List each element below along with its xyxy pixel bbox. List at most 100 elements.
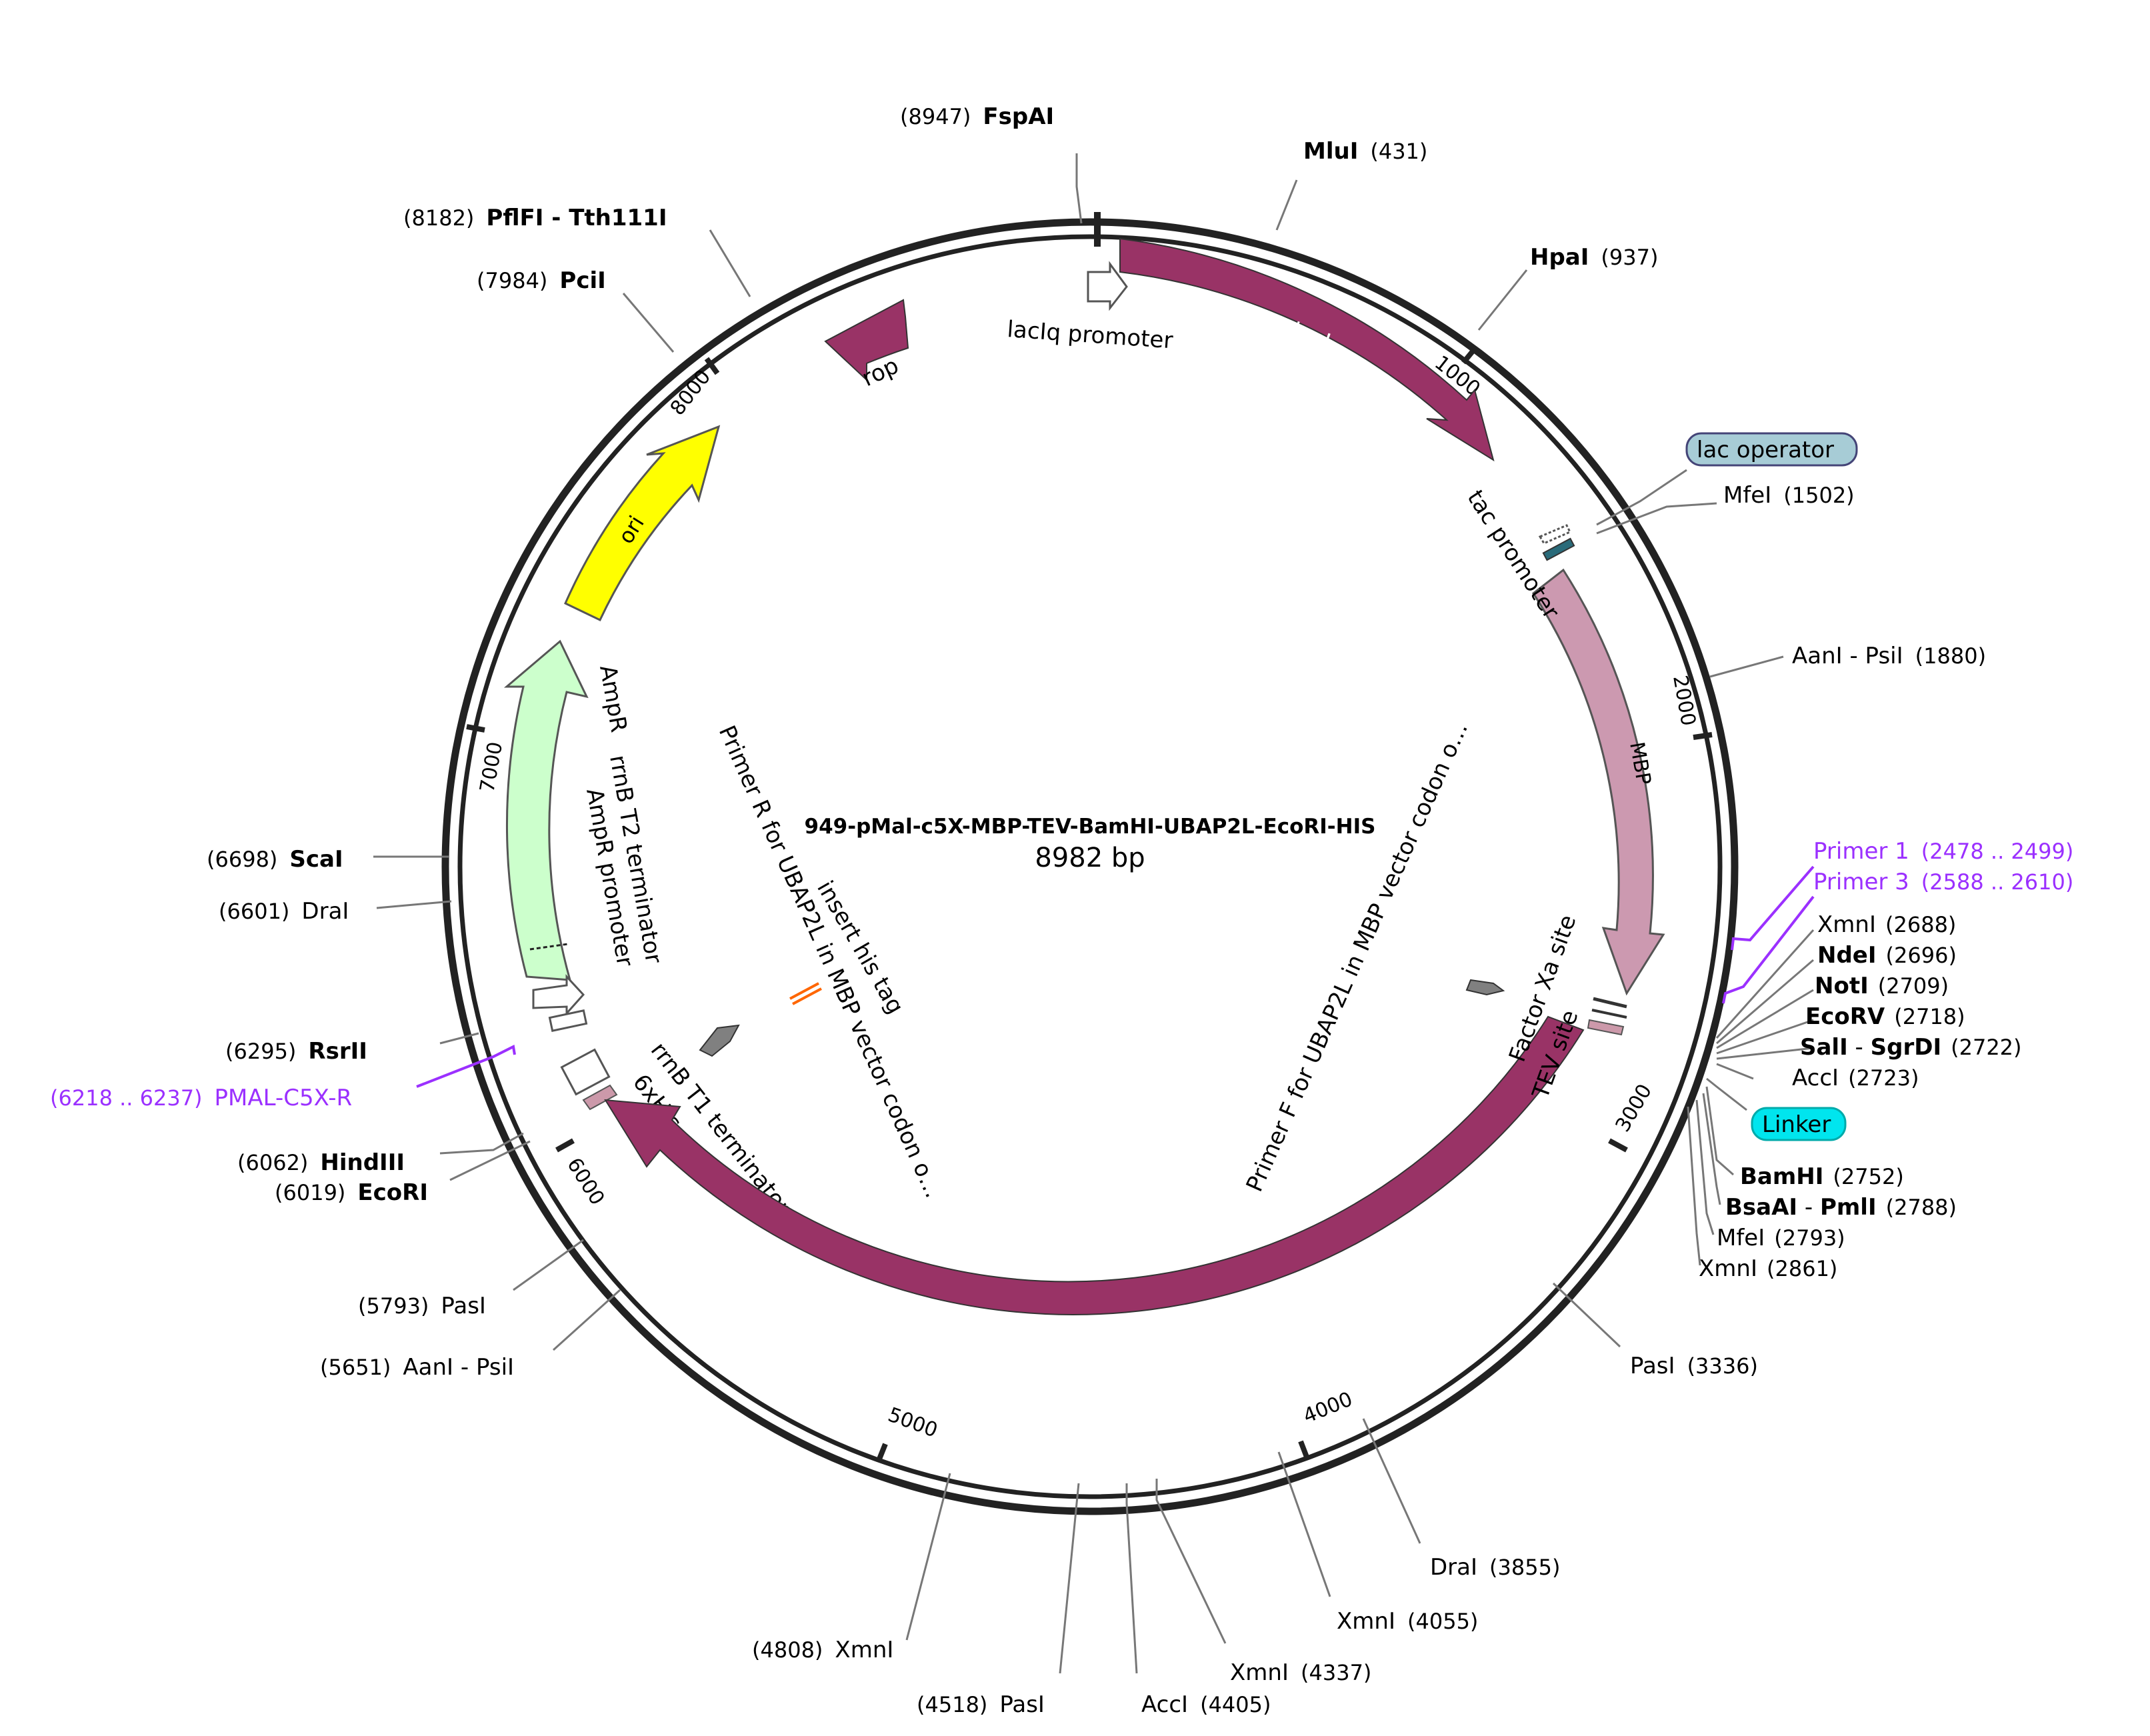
tick-mark-6000 [555, 1138, 575, 1153]
site-label-drai-6601[interactable]: (6601)DraI [219, 898, 349, 925]
pmal-c5x-r-label[interactable]: (6218 .. 6237)PMAL-C5X-R [50, 1085, 352, 1111]
feature-lacop-badge[interactable] [1685, 432, 1858, 467]
feature-ampr-promoter-arrow[interactable] [532, 974, 585, 1016]
leader-mlui [1275, 179, 1298, 231]
feature-ori-arrow[interactable] [564, 425, 721, 622]
site-label-xmni-2688[interactable]: XmnI(2688) [1817, 911, 1956, 938]
primer-3-leader[interactable] [1722, 895, 1815, 1004]
site-label-bsaai-pmli[interactable]: BsaAI - PmlI(2788) [1725, 1194, 1957, 1221]
leader-drai-3855 [1362, 1418, 1421, 1544]
feature-ampr-arrow[interactable] [503, 639, 589, 981]
site-label-pasi-5793[interactable]: (5793)PasI [358, 1293, 486, 1319]
site-label-drai-3855[interactable]: DraI(3855) [1430, 1554, 1560, 1581]
leader-hpai [1477, 269, 1528, 331]
feature-primer-r-arrow[interactable] [699, 1024, 740, 1057]
tick-label-3000: 3000 [1611, 1080, 1657, 1136]
site-label-pcii[interactable]: (7984)PciI [477, 267, 606, 294]
feature-rop-arrow[interactable] [824, 299, 909, 382]
site-label-hpai[interactable]: HpaI(937) [1530, 244, 1658, 271]
tick-label-4000: 4000 [1300, 1387, 1356, 1428]
site-leaders [373, 153, 1815, 1674]
tick-mark-7000 [466, 724, 485, 733]
leader-pasi-3336 [1552, 1282, 1621, 1348]
pmal-c5x-r-leader[interactable] [416, 1045, 516, 1088]
feature-mbp-arrow[interactable] [1531, 568, 1665, 996]
feature-lacop-label: lac operator [1697, 437, 1834, 463]
feature-rrnb-t1-box[interactable] [560, 1048, 611, 1096]
feature-ubap2l-arrow[interactable] [604, 1015, 1585, 1315]
site-label-pflfi-tth111i[interactable]: (8182)PflFI - Tth111I [403, 205, 667, 231]
feature-tac-arrow[interactable] [1538, 524, 1572, 545]
site-label-bamhi[interactable]: BamHI(2752) [1740, 1163, 1904, 1190]
site-label-mfei-1502[interactable]: MfeI(1502) [1723, 482, 1855, 509]
feature-laci-arrow[interactable] [1119, 237, 1495, 462]
plasmid-name: 949-pMal-c5X-MBP-TEV-BamHI-UBAP2L-EcoRI-… [805, 815, 1376, 839]
site-label-rsrii[interactable]: (6295)RsrII [225, 1038, 367, 1065]
leader-right-cluster-5 [1716, 1047, 1814, 1060]
tick-mark-3000 [1608, 1138, 1628, 1153]
primer-1-label[interactable]: Primer 1(2478 .. 2499) [1813, 838, 2073, 865]
site-label-fspai[interactable]: (8947)FspAI [900, 103, 1054, 130]
tick-label-5000: 5000 [885, 1403, 941, 1443]
leader-aani-5651 [552, 1289, 621, 1351]
leader-mfei-2793 [1695, 1099, 1715, 1235]
lac-operator-leader [1596, 469, 1687, 526]
site-label-pasi-4518[interactable]: (4518)PasI [917, 1691, 1045, 1718]
leader-drai-6601 [376, 900, 452, 909]
site-label-acci-2723[interactable]: AccI(2723) [1792, 1065, 1919, 1091]
feature-primer-f-label: Primer F for UBAP2L in MBP vector codon … [1241, 718, 1473, 1196]
feature-insert-his-mark-1[interactable] [789, 982, 819, 1000]
feature-primer-r-label: Primer R for UBAP2L in MBP vector codon … [713, 721, 947, 1202]
site-label-mfei-2793[interactable]: MfeI(2793) [1717, 1225, 1845, 1251]
site-label-sali-sgrdi[interactable]: SalI - SgrDI(2722) [1800, 1034, 2022, 1061]
plasmid-length: 8982 bp [1035, 843, 1145, 873]
backbone-outer-ring [441, 218, 1739, 1515]
feature-linker-label: Linker [1762, 1111, 1831, 1138]
feature-factorxa-mark-2 [1591, 1009, 1627, 1019]
primer-3-label[interactable]: Primer 3(2588 .. 2610) [1813, 869, 2073, 895]
feature-tac-box [1542, 537, 1575, 561]
site-label-mlui[interactable]: MluI(431) [1303, 138, 1427, 165]
feature-his6-box[interactable] [582, 1084, 618, 1111]
site-label-xmni-4808[interactable]: (4808)XmnI [752, 1637, 893, 1663]
site-label-acci-4405[interactable]: AccI(4405) [1141, 1691, 1271, 1718]
leader-xmni-4337 [1155, 1479, 1227, 1644]
site-label-hindiii[interactable]: (6062)HindIII [237, 1149, 405, 1176]
site-label-aani-5651[interactable]: (5651)AanI - PsiI [320, 1354, 514, 1381]
site-label-noti[interactable]: NotI(2709) [1815, 973, 1949, 999]
feature-factorxa-mark [1593, 997, 1627, 1009]
leader-xmni-2861 [1687, 1106, 1701, 1266]
site-label-xmni-4055[interactable]: XmnI(4055) [1337, 1608, 1478, 1635]
leader-right-cluster-2 [1716, 959, 1814, 1045]
feature-laciq-label: lacIq promoter [1006, 316, 1173, 354]
feature-linker-badge[interactable] [1751, 1107, 1847, 1141]
leader-right-cluster-1 [1715, 929, 1815, 1039]
site-label-ecorv[interactable]: EcoRV(2718) [1805, 1003, 1965, 1030]
site-label-ndei[interactable]: NdeI(2696) [1817, 942, 1957, 969]
leader-fspai [1075, 153, 1083, 224]
tick-mark-5000 [876, 1443, 888, 1462]
feature-ubap2l-label: UBAP2L codon optimized [983, 1314, 1266, 1399]
tick-label-2000: 2000 [1668, 673, 1700, 727]
feature-primer-f-arrow[interactable] [1465, 979, 1505, 996]
feature-tev-box[interactable] [1587, 1019, 1625, 1036]
feature-laciq-arrow[interactable] [1087, 261, 1128, 311]
site-label-pasi-3336[interactable]: PasI(3336) [1630, 1353, 1758, 1379]
backbone-inner-ring [457, 234, 1723, 1499]
feature-rrnb-t2-box[interactable] [548, 1009, 588, 1032]
tick-mark-1000 [1461, 346, 1478, 365]
leader-pasi-5793 [513, 1239, 584, 1291]
tick-mark-8000 [704, 357, 720, 375]
primer-1-leader[interactable] [1731, 865, 1815, 951]
site-label-xmni-2861[interactable]: XmnI(2861) [1699, 1255, 1837, 1282]
leader-right-cluster-6 [1716, 1063, 1754, 1080]
site-label-aani-1880[interactable]: AanI - PsiI(1880) [1792, 643, 1986, 669]
site-label-ecori[interactable]: (6019)EcoRI [275, 1179, 428, 1206]
feature-insert-his-mark-2 [792, 987, 822, 1005]
backbone [441, 218, 1739, 1515]
leader-right-cluster-3 [1716, 989, 1814, 1049]
feature-ampr-label: AmpR [594, 663, 632, 735]
site-label-scai[interactable]: (6698)ScaI [207, 846, 343, 873]
site-label-xmni-4337[interactable]: XmnI(4337) [1230, 1659, 1371, 1686]
